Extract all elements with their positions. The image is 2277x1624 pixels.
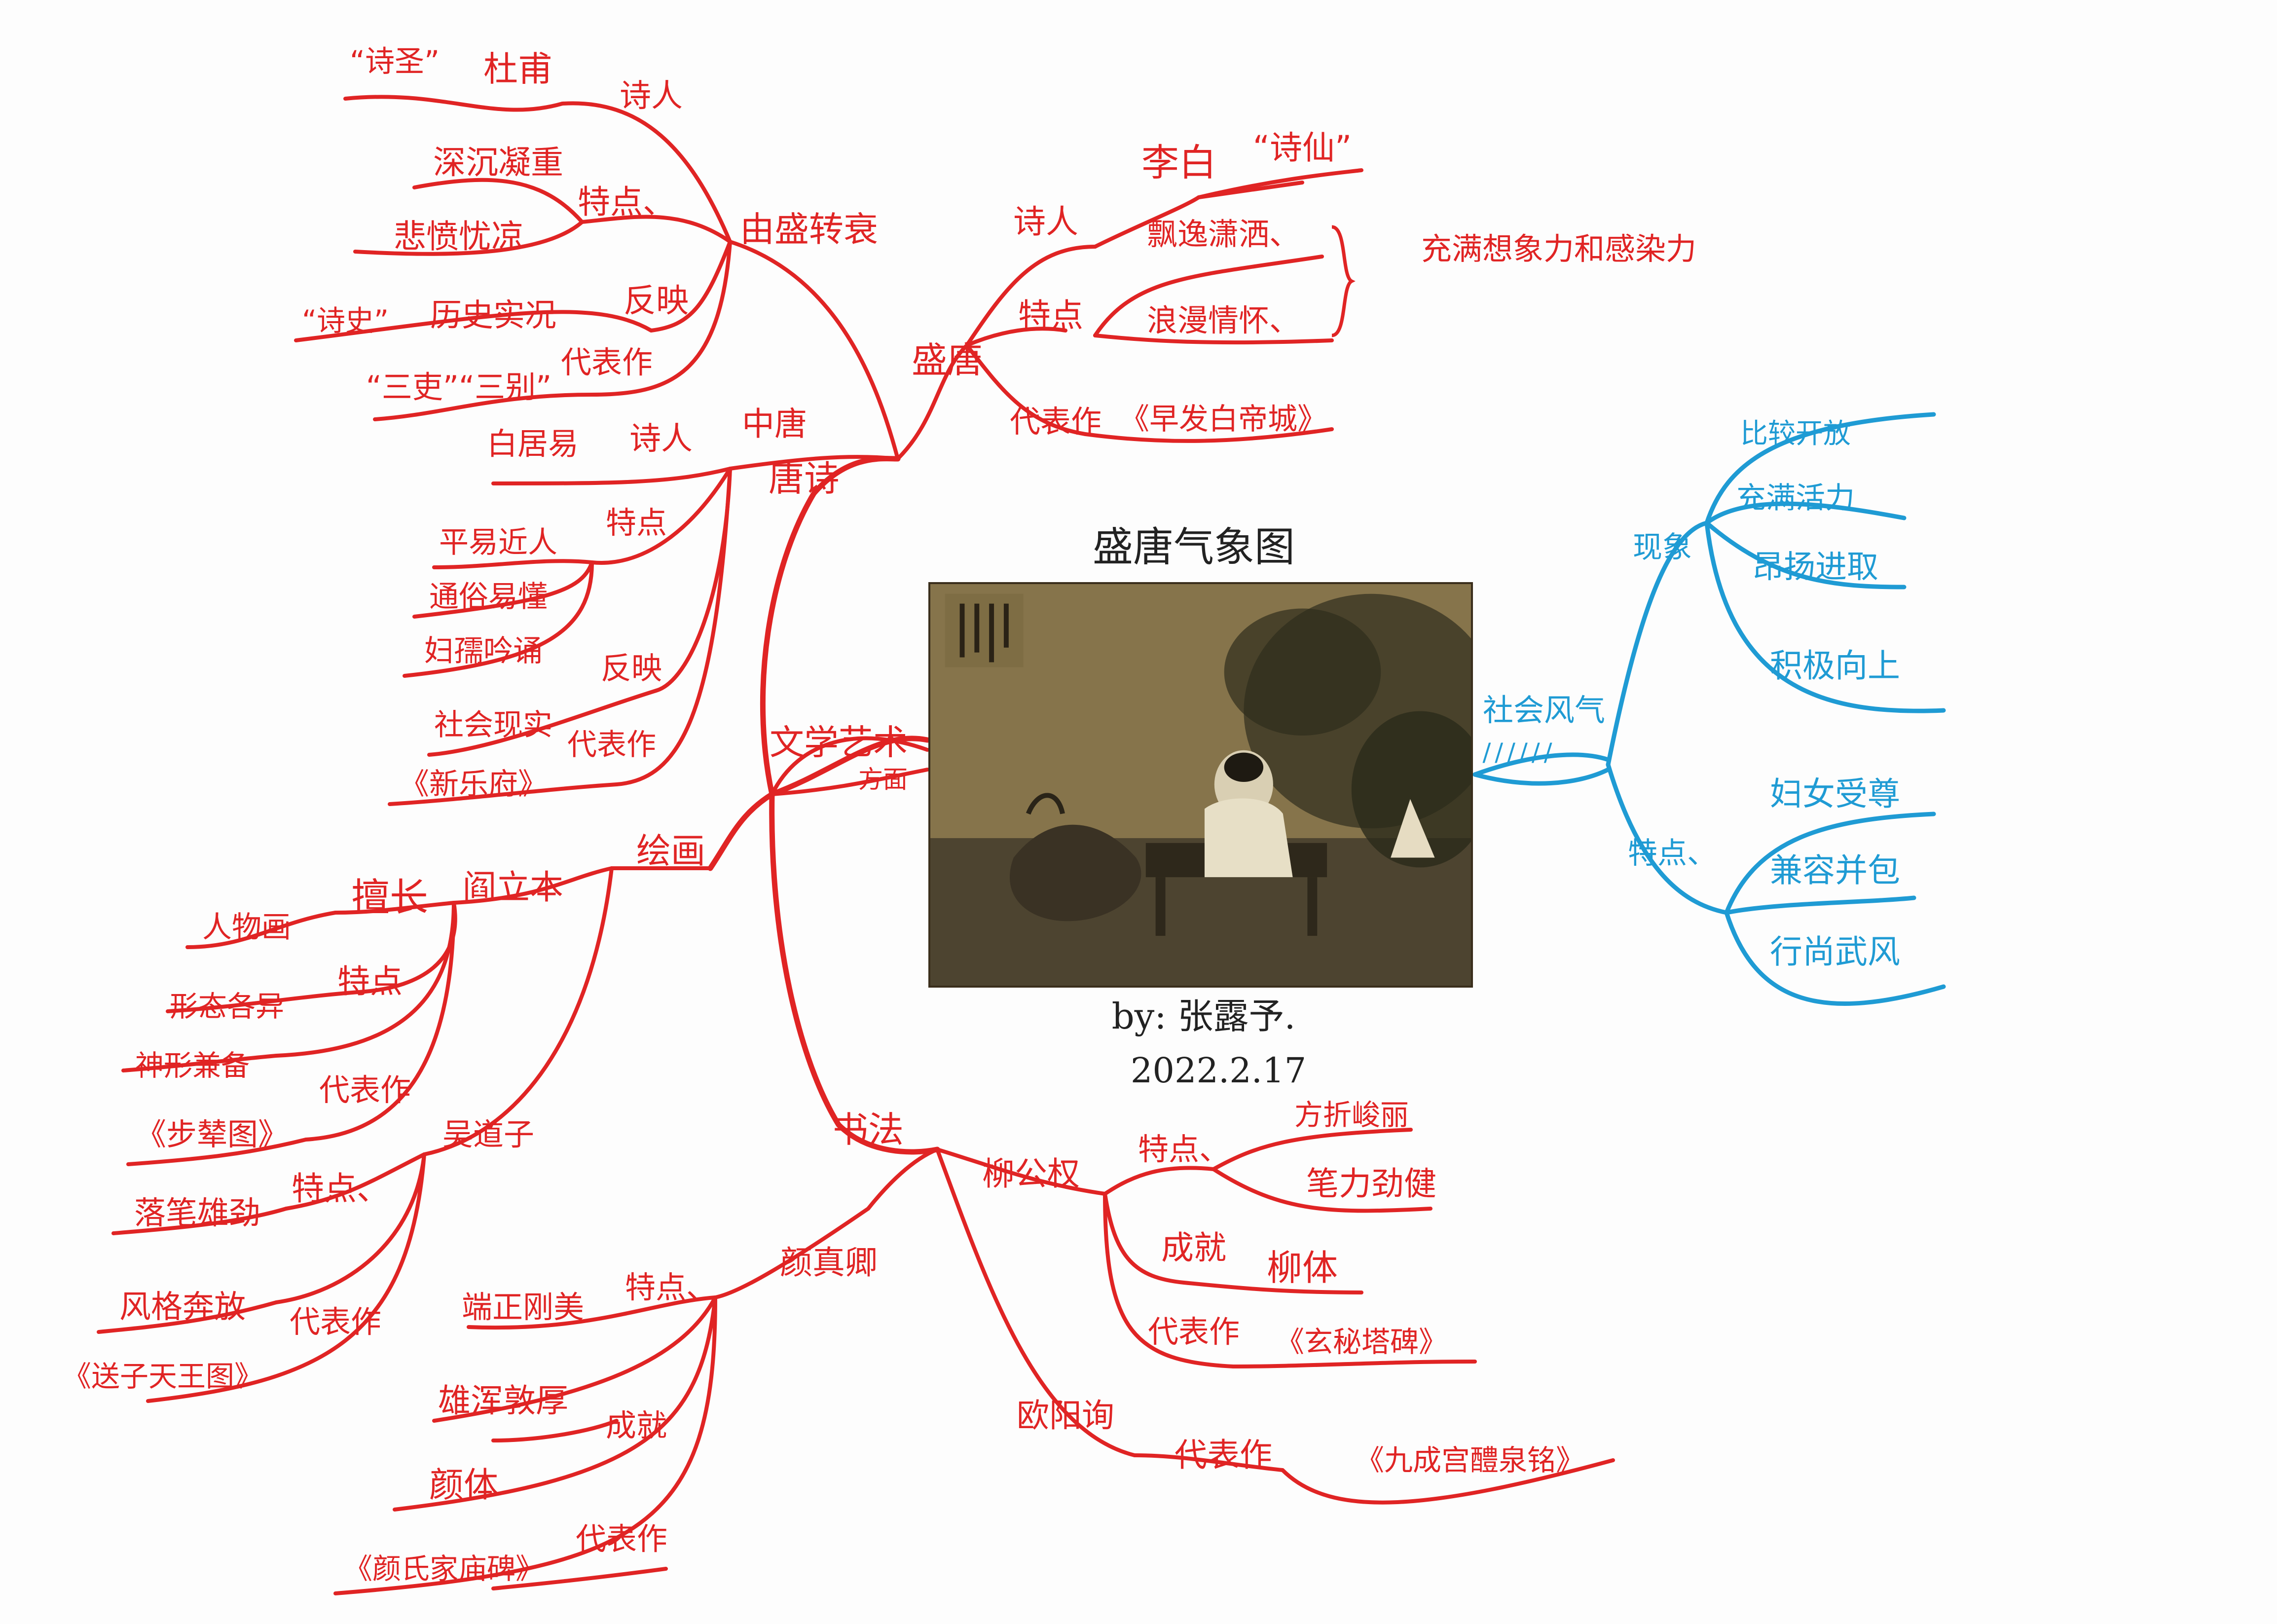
high-tang-poet-key: 诗人 [1013,203,1078,241]
mid-tang-feature-key: 特点 [605,505,667,541]
wu-daozi-feature-1: 落笔雄劲 [134,1195,260,1232]
painting-lines [97,866,712,1403]
liu-gongquan-feature-key: 特点、 [1138,1131,1230,1167]
mid-tang-reflect-key: 反映 [600,650,662,686]
wu-daozi-feature-key: 特点、 [292,1170,389,1208]
high-tang-node: 盛唐 [911,339,983,381]
blue-branch-lines [1472,412,1946,1006]
wu-daozi-work: 《送子天王图》 [62,1360,263,1393]
high-tang-feature-key: 特点 [1018,296,1083,334]
literature-art-node: 文学艺术 [770,722,908,763]
calligraphy-node: 书法 [832,1109,904,1150]
poet-du-fu: 杜甫 [483,49,552,89]
aspects-node: 方面 [858,765,908,794]
liu-gongquan-works-key: 代表作 [1147,1314,1240,1350]
yan-liben-feature-2: 神形兼备 [135,1049,250,1082]
painter-wu-daozi: 吴道子 [442,1116,535,1152]
mid-tang-poet-key: 诗人 [629,421,693,457]
poet-bai-juyi: 白居易 [486,426,579,462]
calligraphy-lines [333,1128,1615,1595]
mid-tang-reflect-item: 社会现实 [434,708,552,742]
author-signature: by: 张露予. [1111,996,1296,1037]
yan-liben-skill-key: 擅长 [351,876,429,920]
tang-poetry-lines [294,95,1363,806]
decline-reflect-item: 历史实况 [430,297,556,334]
social-customs-node: 社会风气 [1482,692,1606,728]
poet-li-bai: 李白 [1141,141,1216,185]
high-tang-feature-note: 充满想象力和感染力 [1421,231,1697,267]
social-customs-mark: ////// [1482,738,1556,767]
brace-icon [1331,225,1356,337]
calligrapher-ouyang-xun: 欧阳询 [1017,1397,1114,1435]
social-feature-2: 兼容并包 [1770,851,1900,889]
yan-zhenqing-work: 《颜氏家庙碑》 [343,1552,545,1586]
date-text: 2022.2.17 [1130,1050,1307,1091]
decline-works-key: 代表作 [560,344,653,380]
social-feature-1: 妇女受尊 [1770,775,1900,813]
yan-liben-skill: 人物画 [202,910,291,945]
yan-liben-work: 《步辇图》 [135,1116,289,1152]
phenomenon-item-3: 昂扬进取 [1752,549,1878,586]
yan-zhenqing-achieve-key: 成就 [605,1407,667,1443]
mid-tang-feature-2: 通俗易懂 [429,580,548,614]
social-features-node: 特点、 [1628,836,1717,871]
liu-gongquan-feature-1: 方折峻丽 [1294,1098,1409,1132]
map-title: 盛唐气象图 [1092,524,1295,571]
mid-tang-work: 《新乐府》 [400,767,548,802]
liu-gongquan-achieve: 柳体 [1266,1247,1338,1289]
ancient-chinese-painting-icon [930,584,1471,986]
yan-liben-feature-key: 特点 [337,962,403,1000]
liu-gongquan-work: 《玄秘塔碑》 [1275,1325,1448,1359]
center-painting-image [928,582,1473,988]
decline-feature-1: 深沉凝重 [433,144,563,182]
mid-tang-feature-1: 平易近人 [439,525,557,560]
red-trunk-lines [707,456,940,1155]
yan-zhenqing-works-key: 代表作 [575,1521,668,1557]
tang-poetry-node: 唐诗 [768,458,840,499]
decline-node: 由盛转衰 [740,209,878,250]
decline-reflect-key: 反映 [624,282,689,320]
decline-feature-key: 特点、 [578,183,675,221]
painting-node: 绘画 [636,831,705,871]
literature-hub-lines [770,736,929,796]
mid-tang-feature-3: 妇孺吟诵 [424,634,543,668]
high-tang-works-key: 代表作 [1009,404,1102,440]
high-tang-work: 《早发白帝城》 [1120,402,1327,437]
calligrapher-yan-zhenqing: 颜真卿 [780,1244,878,1282]
decline-work: “三吏”“三别” [366,369,552,405]
yan-zhenqing-achieve: 颜体 [429,1465,498,1505]
du-fu-title: “诗圣” [349,44,440,79]
ouyang-xun-work: 《九成宫醴泉铭》 [1355,1443,1585,1477]
phenomenon-item-1: 比较开放 [1740,418,1851,450]
decline-poet-key: 诗人 [620,78,683,114]
yan-zhenqing-feature-2: 雄浑敦厚 [438,1382,568,1420]
high-tang-feature-1: 飘逸潇洒、 [1146,216,1300,252]
liu-gongquan-feature-2: 笔力劲健 [1306,1165,1436,1203]
wu-daozi-feature-2: 风格奔放 [119,1289,246,1326]
yan-liben-feature-1: 形态各异 [169,990,285,1023]
wu-daozi-works-key: 代表作 [289,1304,382,1340]
painter-yan-liben: 阎立本 [462,868,564,907]
yan-liben-works-key: 代表作 [319,1072,411,1108]
phenomenon-node: 现象 [1633,530,1692,565]
phenomenon-item-4: 积极向上 [1770,647,1900,685]
social-feature-3: 行尚武风 [1770,933,1900,971]
high-tang-feature-2: 浪漫情怀、 [1146,302,1300,338]
mid-tang-works-key: 代表作 [567,728,656,762]
yan-zhenqing-feature-1: 端正刚美 [461,1289,585,1325]
yan-zhenqing-feature-key: 特点、 [624,1269,717,1305]
liu-gongquan-achieve-key: 成就 [1161,1229,1226,1267]
calligrapher-liu-gongquan: 柳公权 [982,1155,1080,1193]
phenomenon-item-2: 充满活力 [1736,481,1855,516]
li-bai-title: “诗仙” [1252,129,1352,167]
ouyang-xun-works-key: 代表作 [1175,1436,1272,1474]
decline-reflect-title: “诗史” [301,304,389,337]
decline-feature-2: 悲愤忧凉 [394,218,524,256]
mid-tang-node: 中唐 [742,405,807,443]
